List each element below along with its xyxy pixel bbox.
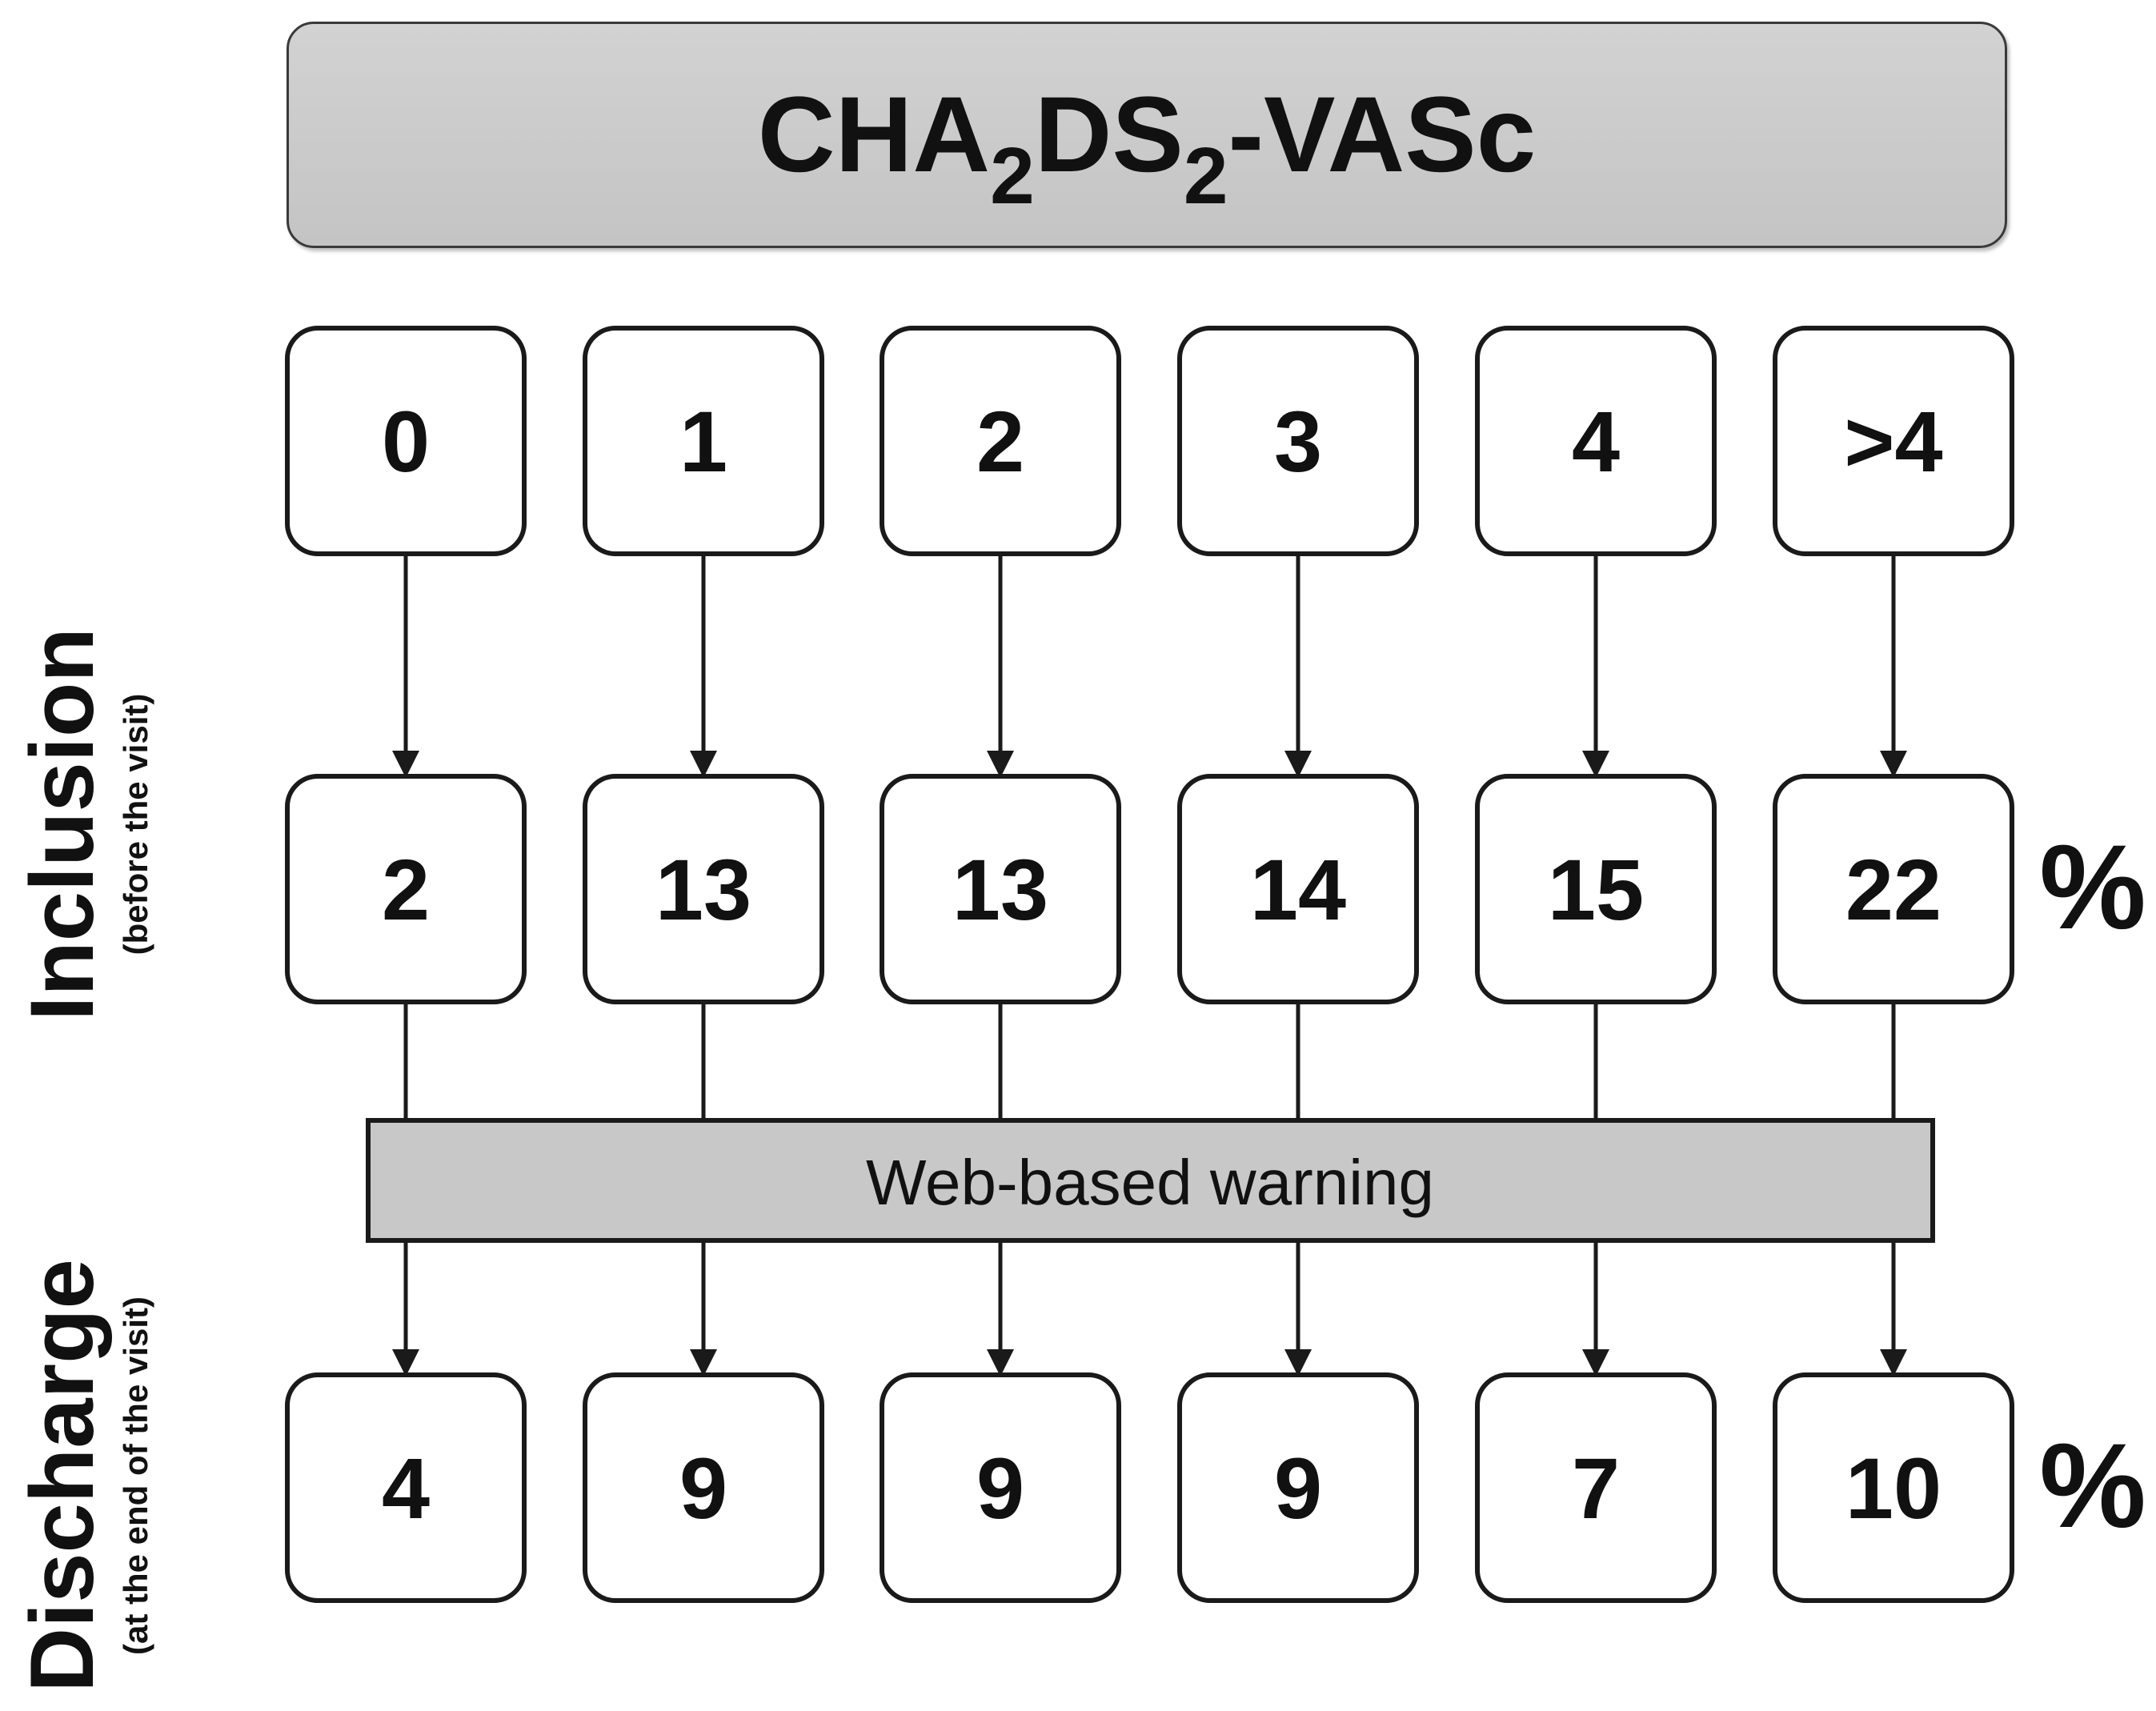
discharge-box-4-value: 7 [1572, 1440, 1620, 1537]
discharge-box-3-value: 9 [1274, 1440, 1322, 1537]
discharge-box-4-frame [1475, 1372, 1717, 1603]
discharge-box-1-frame [583, 1372, 824, 1603]
inclusion-box-5-value: 22 [1845, 841, 1942, 938]
discharge-box-0-frame [285, 1372, 527, 1603]
score-box-0-value: 0 [382, 393, 430, 490]
warning-bar-frame [366, 1118, 1935, 1243]
inclusion-box-3: 14 [1177, 774, 1419, 1004]
inclusion-box-1-frame [583, 774, 824, 1004]
score-box-3-value: 3 [1274, 393, 1322, 490]
discharge-box-2: 9 [880, 1372, 1121, 1603]
discharge-box-1: 9 [583, 1372, 824, 1603]
discharge-box-3: 9 [1177, 1372, 1419, 1603]
score-box-2-value: 2 [976, 393, 1024, 490]
inclusion-box-5-frame [1773, 774, 2014, 1004]
score-box-3: 3 [1177, 326, 1419, 556]
discharge-box-0: 4 [285, 1372, 527, 1603]
inclusion-box-4-frame [1475, 774, 1717, 1004]
inclusion-box-2: 13 [880, 774, 1121, 1004]
discharge-box-0-value: 4 [382, 1440, 430, 1537]
discharge-box-2-frame [880, 1372, 1121, 1603]
score-box-0: 0 [285, 326, 527, 556]
inclusion-box-4-value: 15 [1548, 841, 1644, 938]
score-box-4-value: 4 [1572, 393, 1620, 490]
score-box-5-frame [1773, 326, 2014, 556]
warning-bar: Web-based warning [366, 1118, 1935, 1243]
inclusion-box-0-frame [285, 774, 527, 1004]
inclusion-box-5: 22 [1773, 774, 2014, 1004]
discharge-row: 4 9 9 9 7 10% [285, 1372, 2146, 1603]
score-box-1-value: 1 [679, 393, 727, 490]
inclusion-box-2-frame [880, 774, 1121, 1004]
inclusion-box-0-value: 2 [382, 841, 430, 938]
discharge-unit: % [2039, 1418, 2146, 1553]
inclusion-box-1-value: 13 [655, 841, 751, 938]
discharge-box-5-value: 10 [1845, 1440, 1942, 1537]
discharge-box-3-frame [1177, 1372, 1419, 1603]
inclusion-unit: % [2039, 819, 2146, 954]
discharge-box-5-frame [1773, 1372, 2014, 1603]
warning-label: Web-based warning [866, 1147, 1434, 1218]
discharge-box-1-value: 9 [679, 1440, 727, 1537]
diagram-title: CHA2DS2-VASc [757, 74, 1537, 221]
title-box: CHA2DS2-VASc [287, 22, 2007, 248]
inclusion-box-3-frame [1177, 774, 1419, 1004]
score-box-4-frame [1475, 326, 1717, 556]
inclusion-box-0: 2 [285, 774, 527, 1004]
score-box-2: 2 [880, 326, 1121, 556]
score-box-2-frame [880, 326, 1121, 556]
score-row: 0 1 2 3 4 >4 [285, 326, 2014, 556]
score-box-4: 4 [1475, 326, 1717, 556]
score-box-5-value: >4 [1844, 393, 1942, 490]
inclusion-box-1: 13 [583, 774, 824, 1004]
inclusion-box-3-value: 14 [1250, 841, 1346, 938]
inclusion-box-4: 15 [1475, 774, 1717, 1004]
inclusion-box-2-value: 13 [952, 841, 1048, 938]
discharge-box-2-value: 9 [976, 1440, 1024, 1537]
inclusion-row: 2 13 13 14 15 22% [285, 774, 2146, 1004]
score-box-1: 1 [583, 326, 824, 556]
score-box-5: >4 [1773, 326, 2014, 556]
discharge-box-5: 10 [1773, 1372, 2014, 1603]
score-box-0-frame [285, 326, 527, 556]
score-box-3-frame [1177, 326, 1419, 556]
score-box-1-frame [583, 326, 824, 556]
discharge-box-4: 7 [1475, 1372, 1717, 1603]
